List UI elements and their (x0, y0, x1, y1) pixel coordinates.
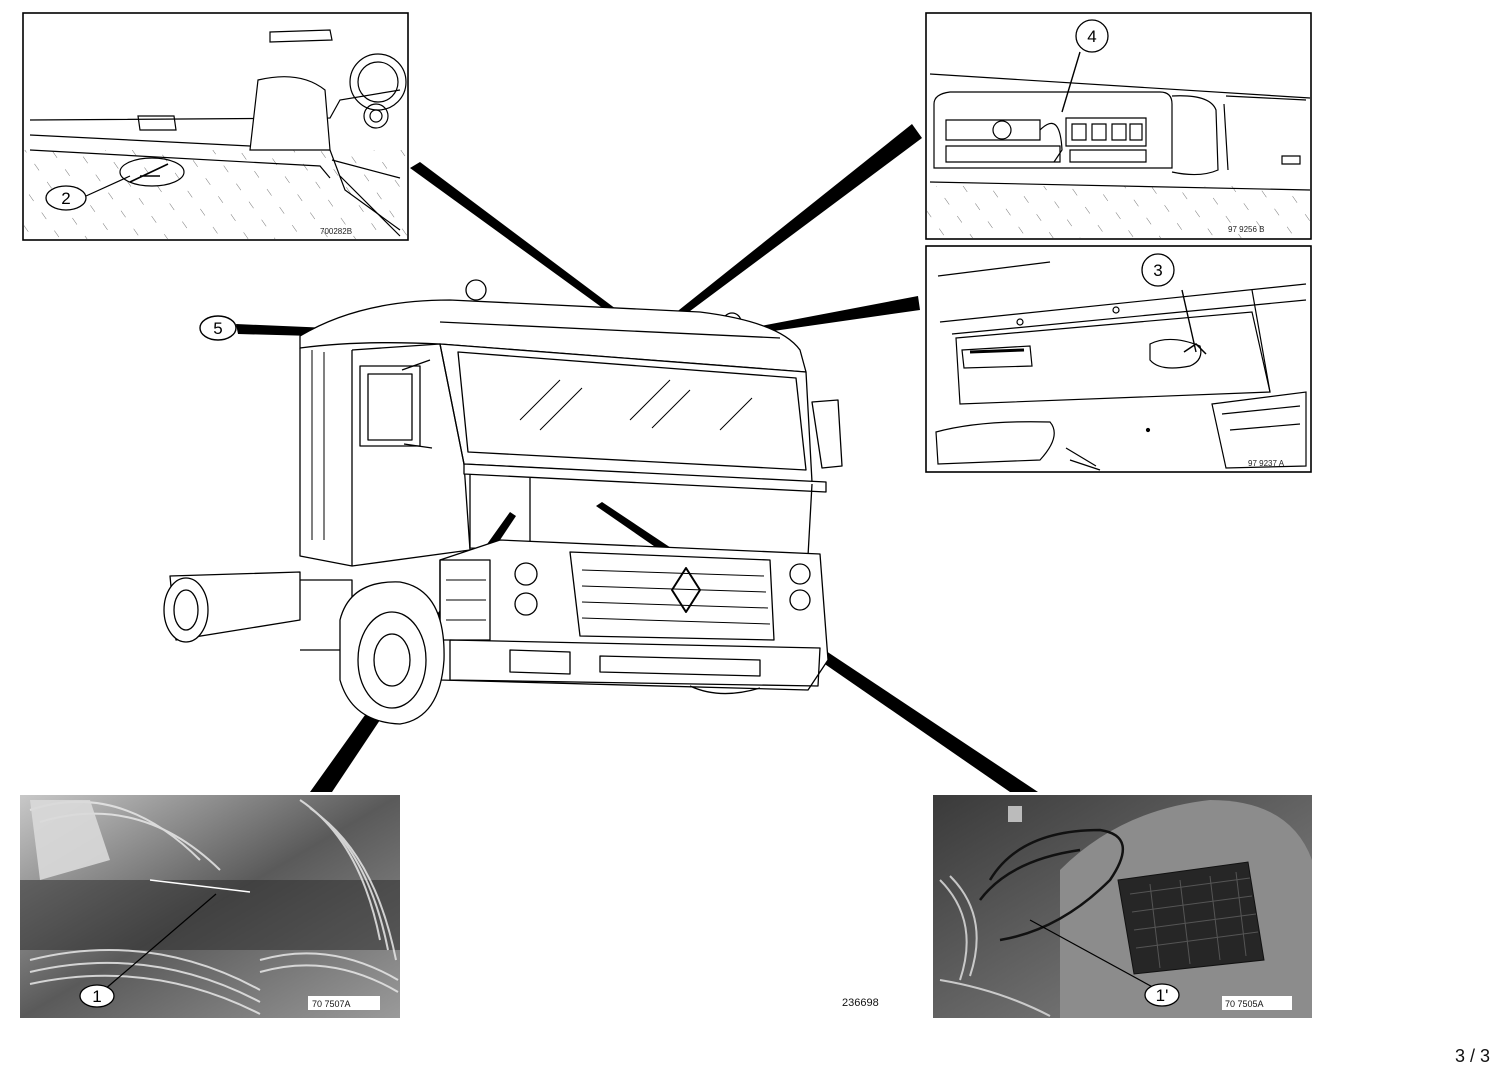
inset-roof-front-left: 2 700282B (22, 12, 409, 241)
callout-1-label: 1 (92, 987, 101, 1006)
callout-5: 5 (199, 315, 237, 341)
inset-code-979237a: 97 9237 A (1248, 459, 1285, 468)
callout-5-label: 5 (213, 319, 222, 338)
callout-1-prime-label: 1' (1156, 986, 1169, 1005)
photo-code-707507a: 70 7507A (312, 999, 351, 1009)
truck-cab-drawing (163, 279, 843, 725)
inset-overhead-console: 4 97 9256 B (925, 12, 1312, 240)
leader-to-overhead-console (664, 124, 922, 326)
photo-wiring-left: 1 70 7507A (20, 795, 400, 1018)
photo-code-707505a: 70 7505A (1225, 999, 1264, 1009)
inset-code-979256b: 97 9256 B (1228, 225, 1264, 234)
leader-to-roof-front-left (410, 162, 628, 322)
photo-wiring-right: 1' 70 7505A (933, 795, 1312, 1018)
inset-roof-panel-right: 3 97 9237 A (925, 245, 1312, 473)
callout-2-label: 2 (61, 189, 70, 208)
callout-3-label: 3 (1153, 261, 1162, 280)
callout-4-label: 4 (1087, 27, 1096, 46)
figure-code: 236698 (842, 997, 879, 1009)
page-number: 3 / 3 (1454, 1046, 1490, 1066)
inset-code-700282b: 700282B (320, 227, 352, 236)
leader-to-roof-panel-right (750, 296, 920, 334)
